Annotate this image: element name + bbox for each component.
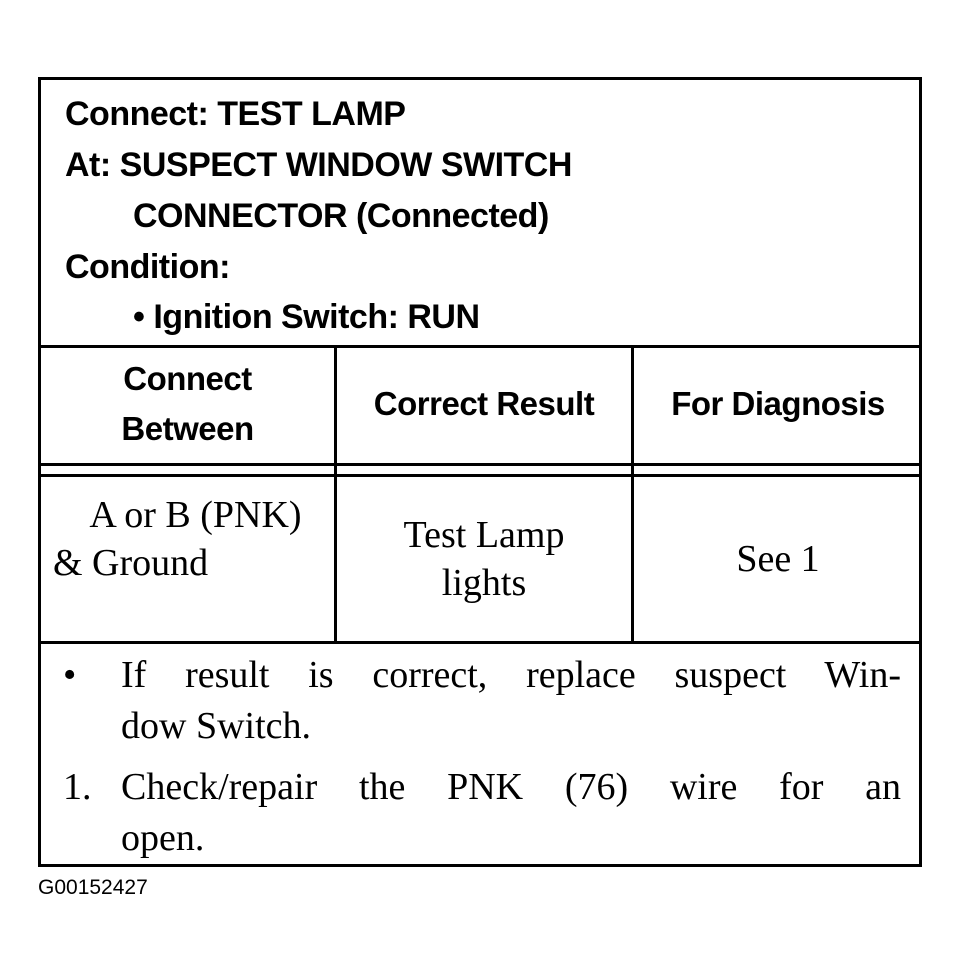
bullet-icon: • bbox=[63, 654, 77, 696]
notes-divider bbox=[41, 641, 919, 644]
note-bullet-line2: dow Switch. bbox=[121, 705, 311, 747]
notes-section: • If result is correct, replace suspect … bbox=[41, 641, 919, 867]
header-divider-top bbox=[41, 463, 919, 466]
cell-line: lights bbox=[441, 562, 527, 604]
table-row: A or B (PNK) & Ground Test Lamp lights S… bbox=[41, 477, 919, 641]
column-divider bbox=[631, 345, 634, 641]
at-label: At: bbox=[65, 146, 111, 184]
table-header-row: Connect Between Correct Result For Diagn… bbox=[41, 345, 919, 465]
cell-connect-between: A or B (PNK) & Ground bbox=[41, 477, 334, 641]
column-header-correct-result: Correct Result bbox=[373, 385, 595, 422]
condition-item-line: • Ignition Switch: RUN bbox=[133, 297, 480, 337]
column-header-connect-between: Connect Between bbox=[41, 345, 334, 463]
bullet-icon: • bbox=[133, 298, 145, 336]
condition-label: Condition: bbox=[65, 248, 230, 286]
procedure-table-frame: Connect: TEST LAMP At: SUSPECT WINDOW SW… bbox=[38, 77, 922, 867]
cell-line: & Ground bbox=[53, 542, 209, 584]
at-value-line2: CONNECTOR (Connected) bbox=[133, 197, 549, 235]
cell-correct-result: Test Lamp lights bbox=[337, 477, 631, 641]
column-divider bbox=[334, 345, 337, 641]
figure-id: G00152427 bbox=[38, 876, 148, 899]
test-setup-header: Connect: TEST LAMP At: SUSPECT WINDOW SW… bbox=[41, 80, 919, 348]
column-header-for-diagnosis: For Diagnosis bbox=[671, 385, 885, 422]
condition-item: Ignition Switch: RUN bbox=[153, 298, 480, 336]
column-header-line: Between bbox=[121, 410, 254, 447]
note-step-line1: Check/repair the PNK (76) wire for an bbox=[121, 766, 901, 808]
step-number: 1. bbox=[63, 766, 92, 808]
at-value-line1: SUSPECT WINDOW SWITCH bbox=[119, 146, 573, 184]
column-header-line: Connect bbox=[123, 360, 252, 397]
cell-line: A or B (PNK) bbox=[89, 494, 302, 536]
note-step-line2: open. bbox=[121, 817, 205, 859]
connect-value: TEST LAMP bbox=[217, 95, 406, 133]
at-line: At: SUSPECT WINDOW SWITCH bbox=[65, 145, 572, 185]
connect-label: Connect: bbox=[65, 95, 209, 133]
header-divider-bottom bbox=[41, 474, 919, 477]
cell-line: Test Lamp bbox=[403, 514, 565, 556]
connect-line: Connect: TEST LAMP bbox=[65, 94, 406, 134]
cell-for-diagnosis: See 1 bbox=[736, 538, 820, 580]
note-bullet-line1: If result is correct, replace suspect Wi… bbox=[121, 654, 901, 696]
